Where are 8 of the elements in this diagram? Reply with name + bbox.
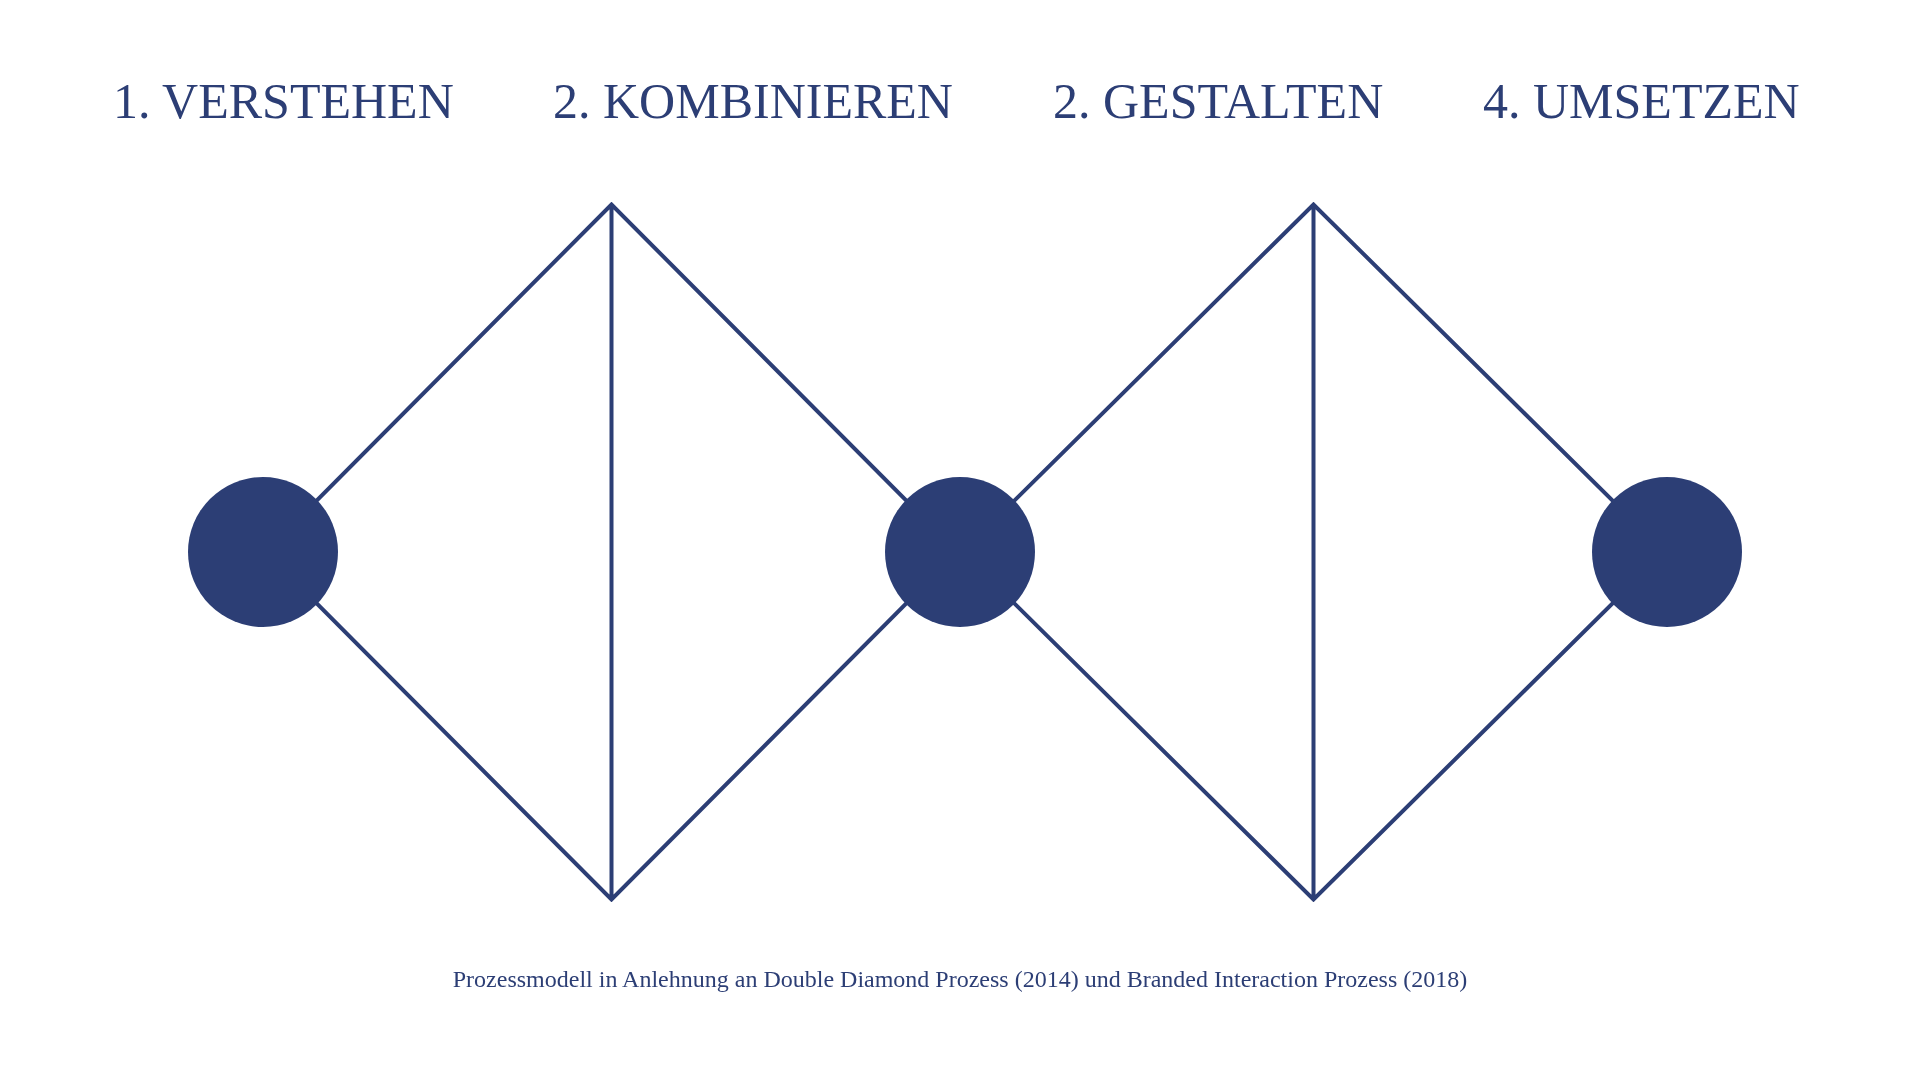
filled-circle [188,477,338,627]
filled-circle [885,477,1035,627]
phase-heading: 2. GESTALTEN [1053,76,1384,126]
filled-circle [1592,477,1742,627]
phase-heading: 1. VERSTEHEN [113,76,454,126]
phase-heading: 2. KOMBINIEREN [553,76,953,126]
phase-heading: 4. UMSETZEN [1483,76,1800,126]
caption: Prozessmodell in Anlehnung an Double Diamond Prozess (2014) und Branded Interaction Prozess (2018) [452,966,1468,992]
